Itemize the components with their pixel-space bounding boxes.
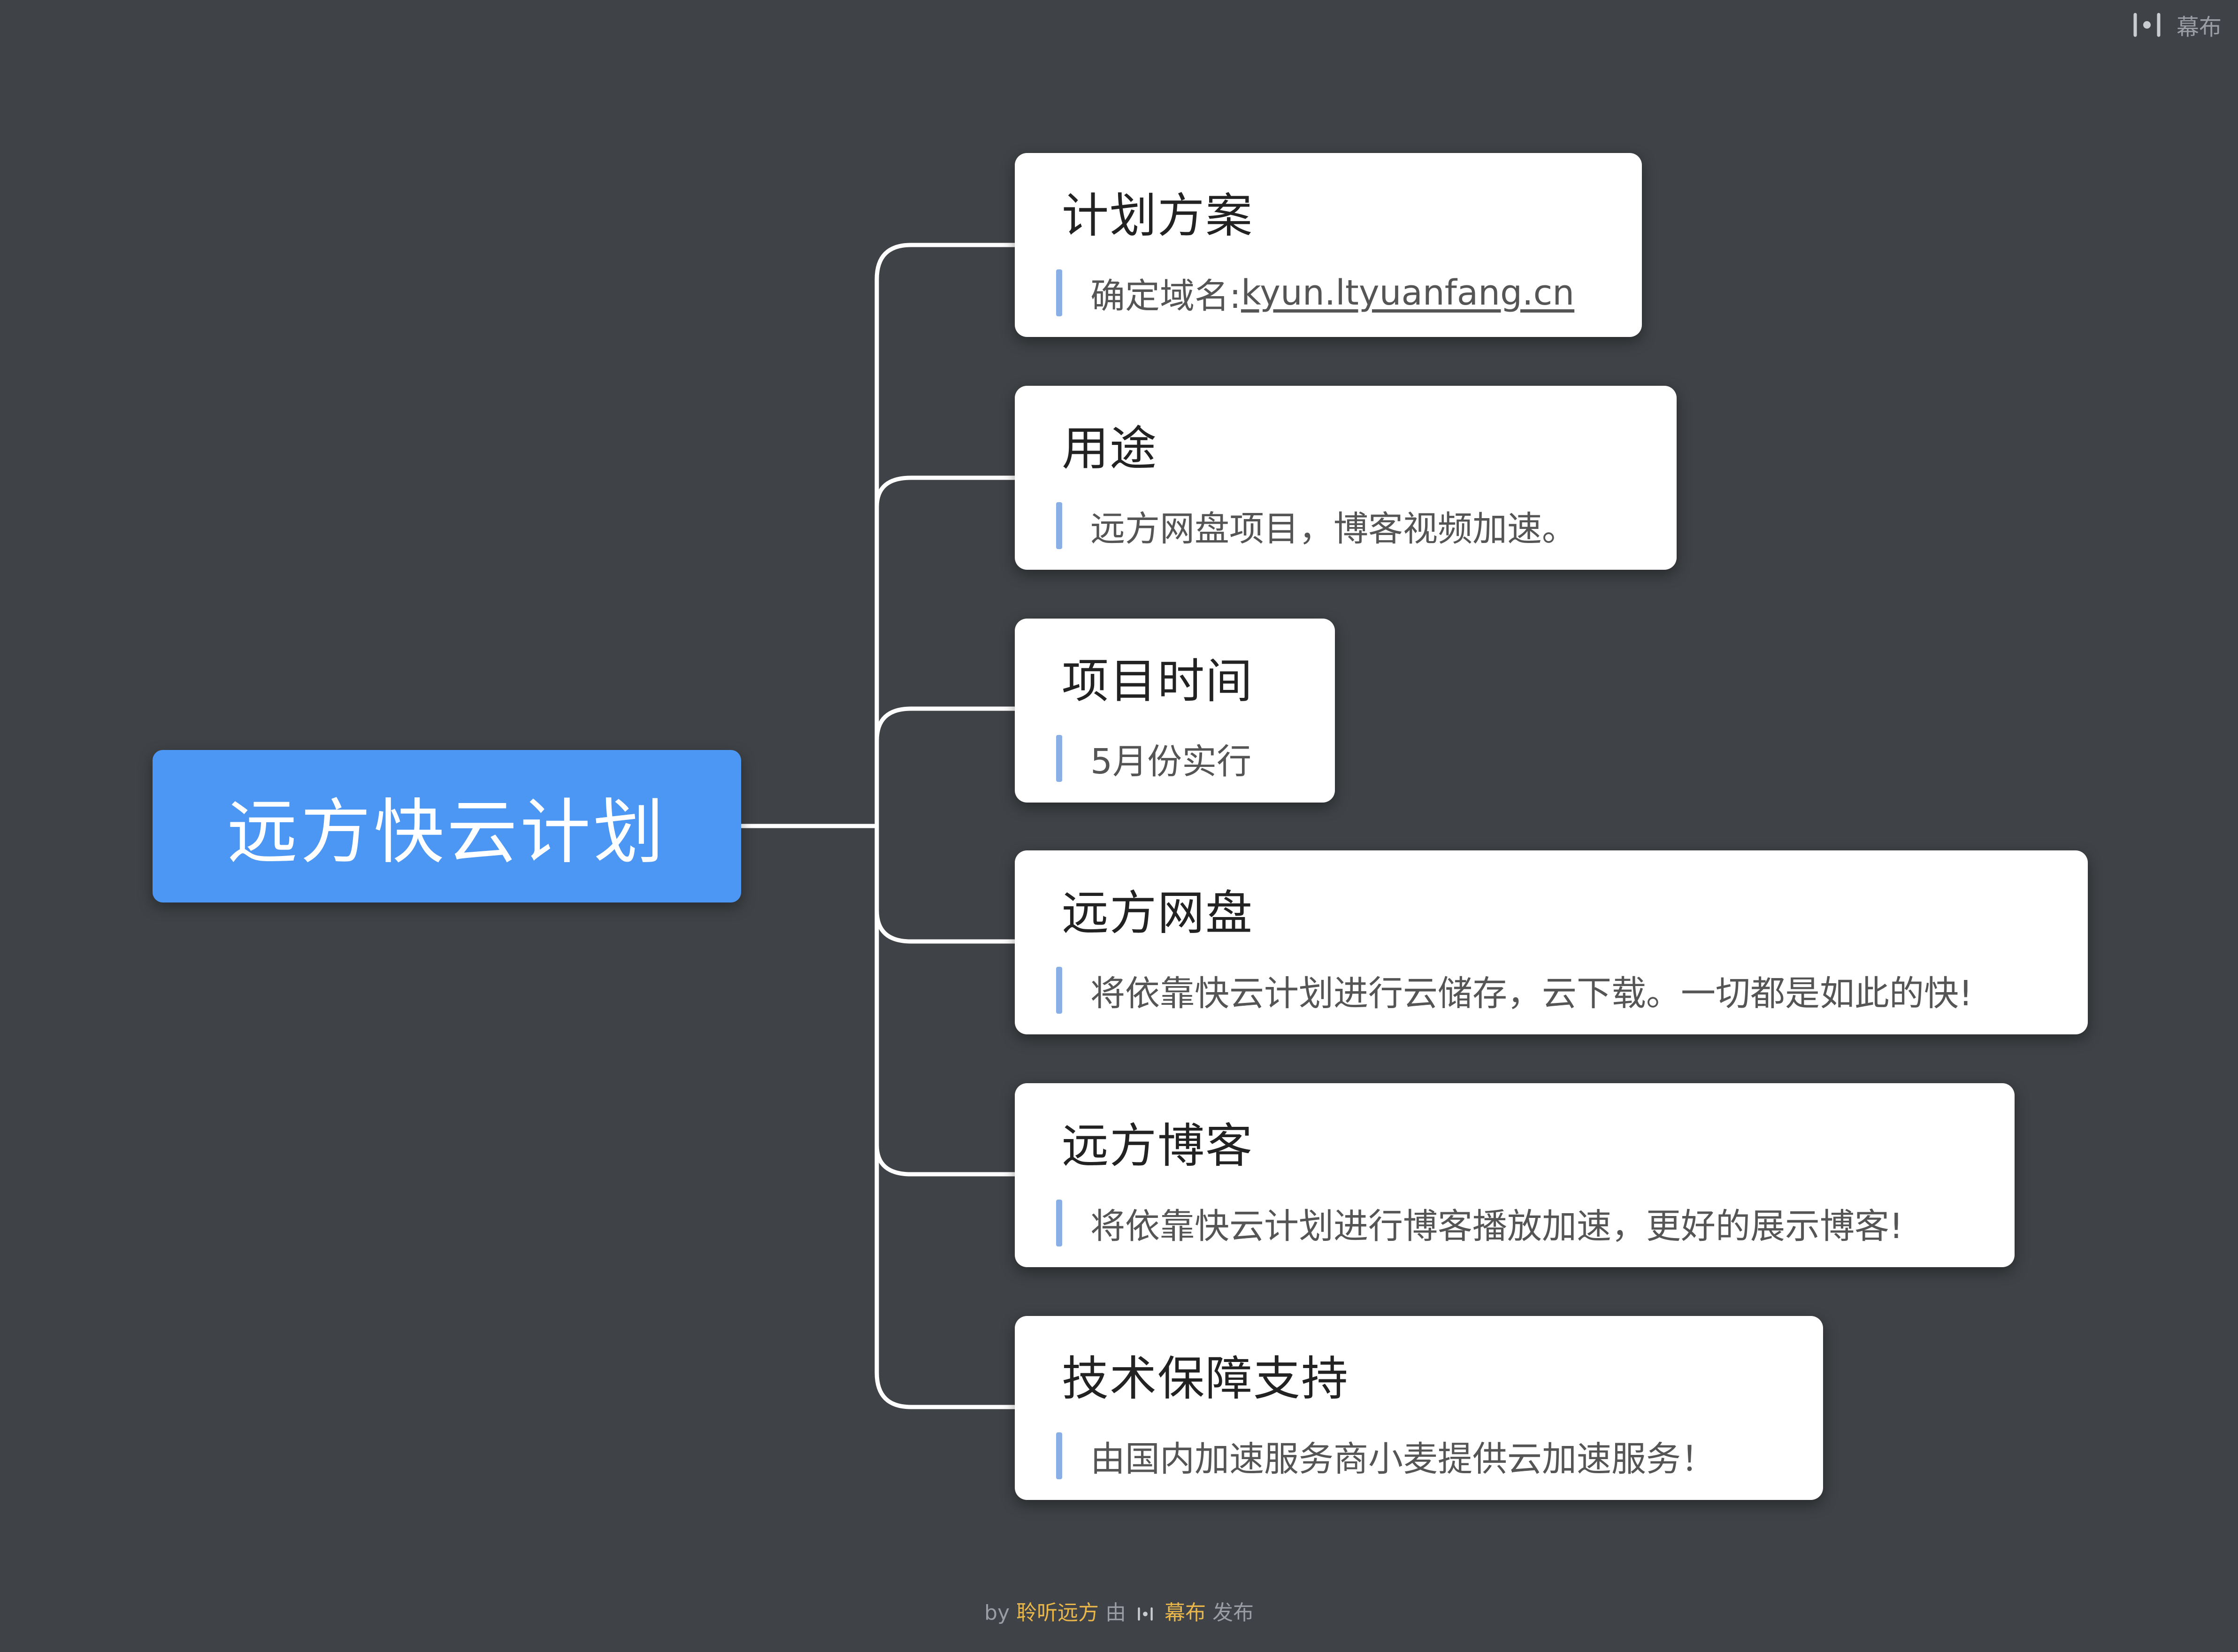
note-text: 将依靠快云计划进行云储存，云下载。一切都是如此的快! [1090,973,1973,1014]
footer-author[interactable]: 聆听远方 [1016,1601,1099,1625]
branch-title: 项目时间 [1062,654,1253,709]
root-node[interactable]: 远方快云计划 [153,750,741,902]
footer-credit: by 聆听远方 由 幕布 发布 [0,1596,2238,1626]
note-bar [1056,502,1062,549]
note-text: 远方网盘项目，博客视频加速。 [1090,508,1577,549]
branch-card-schedule[interactable]: 项目时间 5月份实行 [1015,619,1335,803]
branch-title: 远方网盘 [1062,886,1253,941]
note-bar [1056,1200,1062,1247]
branch-title: 技术保障支持 [1062,1351,1349,1406]
branch-title: 计划方案 [1062,188,1253,243]
note-bar [1056,269,1062,316]
brand-name: 幕布 [2176,14,2222,40]
note-text: 5月份实行 [1090,741,1252,782]
connector-branch-6 [874,824,1017,1409]
branch-note: 将依靠快云计划进行博客播放加速，更好的展示博客! [1056,1200,1903,1247]
branch-note: 由国内加速服务商小麦提供云加速服务！ [1056,1432,1716,1479]
branch-note: 将依靠快云计划进行云储存，云下载。一切都是如此的快! [1056,967,1973,1014]
connector-branch-1 [874,243,1017,828]
note-text: 确定域名: [1090,275,1241,316]
connector-branch-5 [874,1143,1017,1177]
branch-title: 用途 [1062,421,1157,476]
brand-mark[interactable]: 幕布 [2131,8,2222,41]
footer-action: 发布 [1212,1601,1254,1625]
footer-platform[interactable]: 幕布 [1164,1601,1206,1625]
mubu-logo-icon [1138,1607,1153,1621]
branch-card-blog[interactable]: 远方博客 将依靠快云计划进行博客播放加速，更好的展示博客! [1015,1083,2015,1267]
note-bar [1056,1432,1062,1479]
connector-branch-4 [874,908,1017,944]
branch-card-tech-support[interactable]: 技术保障支持 由国内加速服务商小麦提供云加速服务！ [1015,1316,1823,1500]
branch-card-cloud-drive[interactable]: 远方网盘 将依靠快云计划进行云储存，云下载。一切都是如此的快! [1015,850,2088,1034]
note-text: 将依靠快云计划进行博客播放加速，更好的展示博客! [1090,1206,1903,1247]
footer-via: 由 [1105,1601,1126,1625]
root-label: 远方快云计划 [227,792,667,873]
branch-card-usage[interactable]: 用途 远方网盘项目，博客视频加速。 [1015,386,1677,570]
connector-branch-2 [874,475,1017,509]
note-bar [1056,735,1062,782]
note-bar [1056,967,1062,1014]
note-text: 由国内加速服务商小麦提供云加速服务！ [1090,1438,1716,1479]
footer-by: by [984,1601,1010,1625]
mubu-logo-icon [2133,13,2161,37]
domain-link[interactable]: kyun.ltyuanfang.cn [1241,273,1575,313]
connector-branch-3 [874,706,1017,743]
branch-title: 远方博客 [1062,1118,1253,1173]
branch-note: 确定域名:kyun.ltyuanfang.cn [1056,269,1574,316]
branch-note: 远方网盘项目，博客视频加速。 [1056,502,1577,549]
branch-card-plan[interactable]: 计划方案 确定域名:kyun.ltyuanfang.cn [1015,153,1642,337]
branch-note: 5月份实行 [1056,735,1251,782]
